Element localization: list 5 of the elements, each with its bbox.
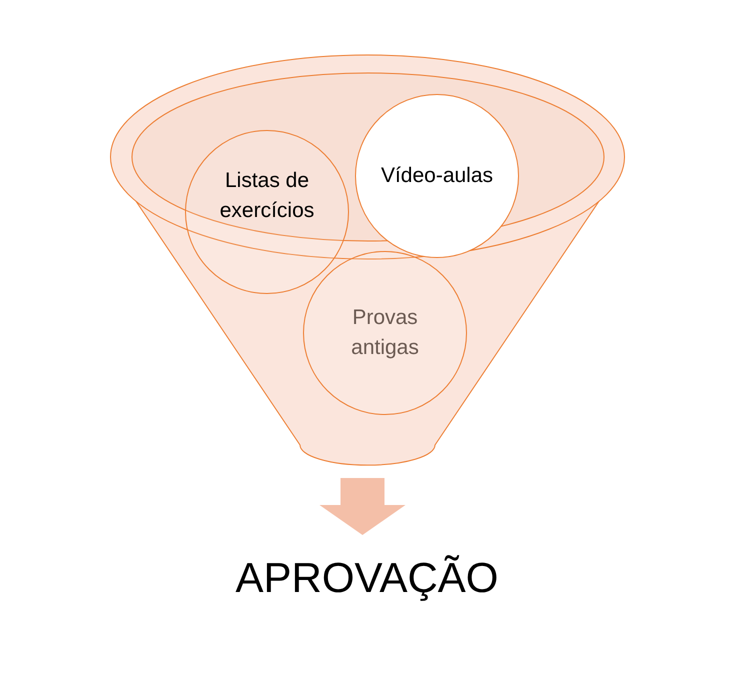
node-label: APROVAÇÃO (234, 553, 500, 603)
node-label: Listas de exercícios (218, 168, 316, 224)
node-label: Provas antigas (350, 305, 420, 361)
block-arrow (320, 478, 406, 535)
node-label: Vídeo-aulas (380, 163, 494, 189)
